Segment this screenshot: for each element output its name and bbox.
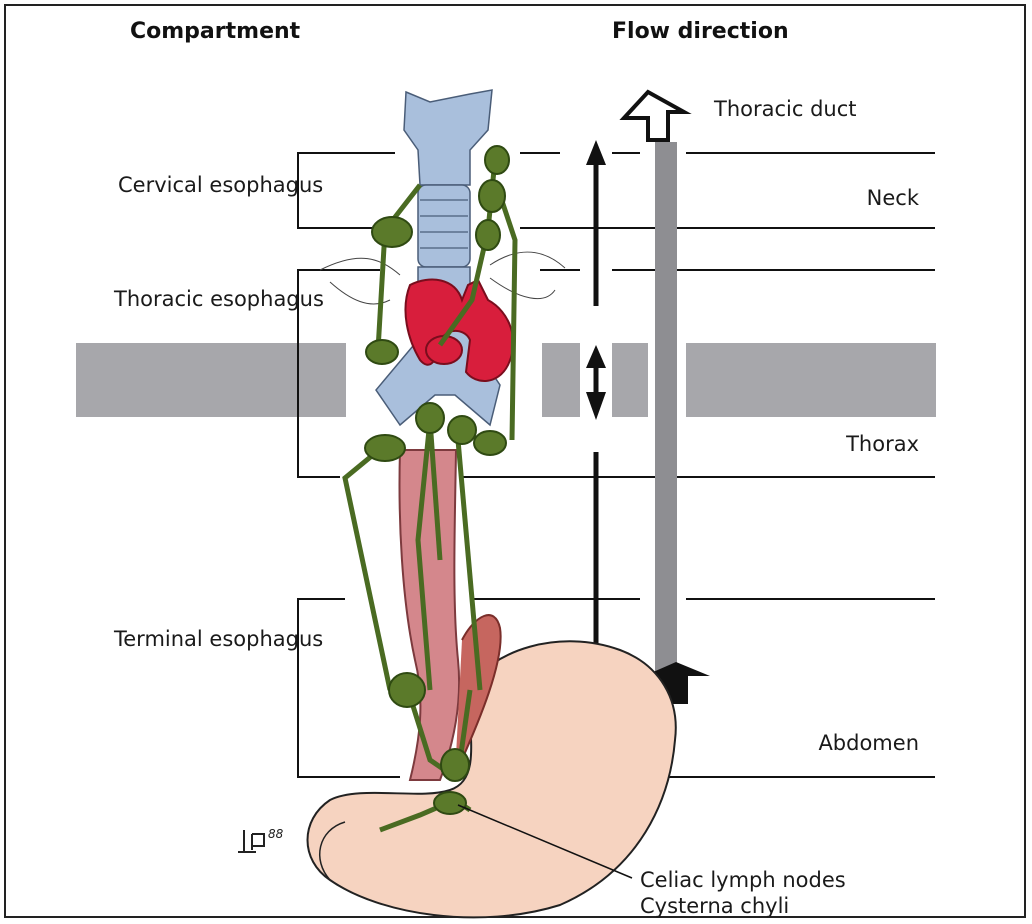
label-terminal-esophagus: Terminal esophagus bbox=[113, 627, 323, 651]
label-celiac-lymph-nodes: Celiac lymph nodes bbox=[640, 868, 846, 892]
header-flow-direction: Flow direction bbox=[612, 19, 789, 44]
header-compartment: Compartment bbox=[130, 19, 301, 44]
signature-number: 88 bbox=[268, 827, 284, 841]
label-thoracic-duct: Thoracic duct bbox=[713, 97, 857, 121]
esophagus bbox=[400, 450, 460, 780]
duct-up-arrow-outline bbox=[624, 92, 684, 140]
label-thoracic-esophagus: Thoracic esophagus bbox=[113, 287, 324, 311]
artist-signature: 88 bbox=[238, 827, 284, 852]
label-cervical-esophagus: Cervical esophagus bbox=[118, 173, 323, 197]
flow-arrows bbox=[584, 140, 608, 698]
label-thorax: Thorax bbox=[845, 432, 919, 456]
label-neck: Neck bbox=[867, 186, 920, 210]
label-abdomen: Abdomen bbox=[818, 731, 919, 755]
label-cysterna-chyli: Cysterna chyli bbox=[640, 894, 789, 918]
